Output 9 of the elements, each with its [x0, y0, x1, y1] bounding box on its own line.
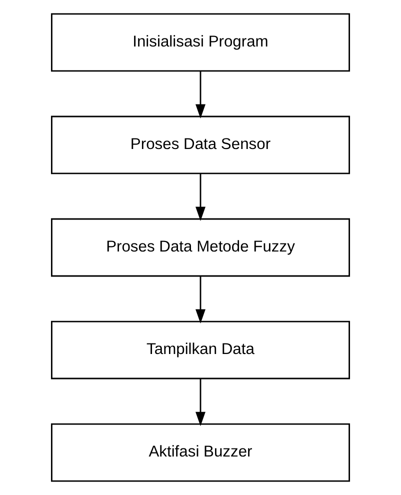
arrow	[196, 71, 206, 119]
node-box: Tampilkan Data	[50, 320, 350, 380]
node-box: Proses Data Sensor	[50, 116, 350, 174]
arrow	[196, 174, 206, 222]
node-box: Aktifasi Buzzer	[50, 423, 350, 482]
node-box: Inisialisasi Program	[50, 13, 350, 72]
arrow	[196, 276, 206, 324]
node-box: Proses Data Metode Fuzzy	[50, 218, 350, 277]
arrow	[196, 378, 206, 426]
